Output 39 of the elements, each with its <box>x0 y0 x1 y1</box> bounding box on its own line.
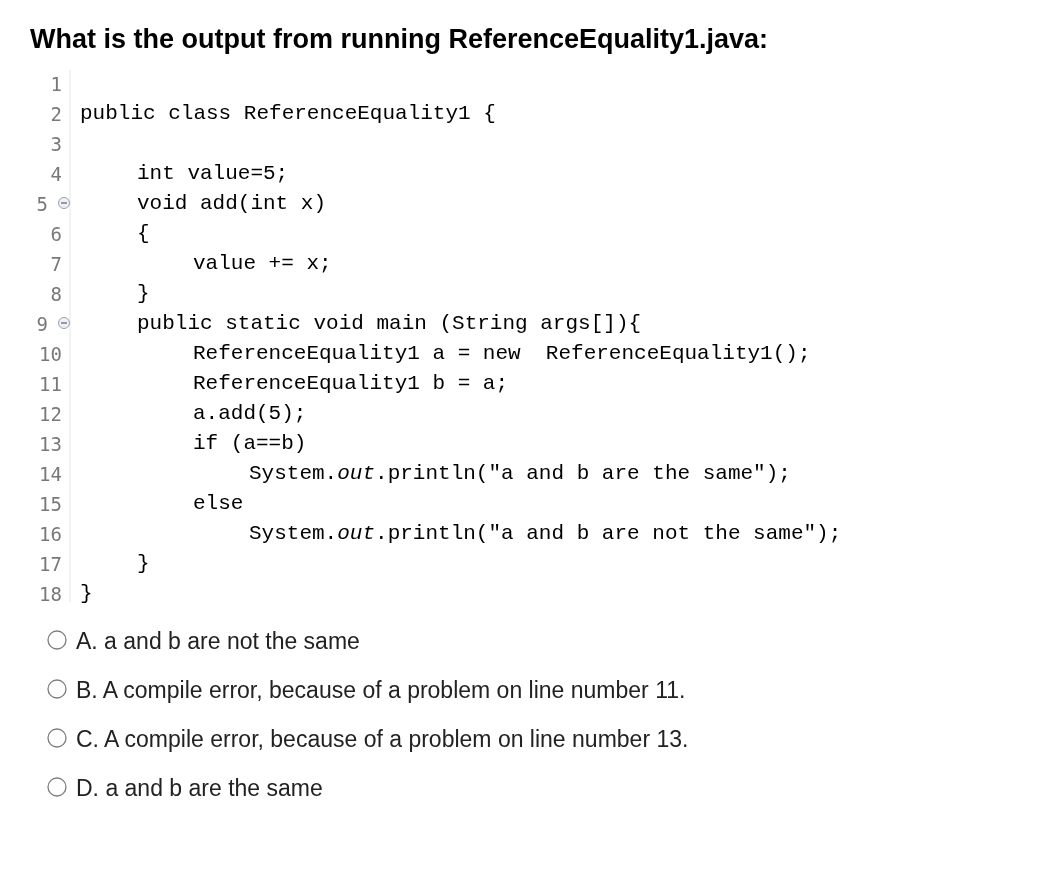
code-line: else <box>193 492 244 515</box>
line-number: 16 <box>38 523 62 545</box>
code-line: System.out.println("a and b are the same"); <box>249 462 791 485</box>
code-line: int value=5; <box>137 162 289 185</box>
code-line: ReferenceEquality1 b = a; <box>193 372 509 395</box>
line-number: 18 <box>38 583 62 605</box>
code-line: void add(int x) <box>137 192 327 215</box>
answer-option: A. a and b are not the same <box>76 628 360 655</box>
line-number: 9 <box>35 313 48 335</box>
line-number: 10 <box>38 343 62 365</box>
line-number: 5 <box>35 193 48 215</box>
code-line: if (a==b) <box>193 432 307 455</box>
code-line: ReferenceEquality1 a = new ReferenceEquality1(); <box>193 342 811 365</box>
line-number: 4 <box>49 163 62 185</box>
line-number: 8 <box>49 283 62 305</box>
code-line: } <box>137 552 150 575</box>
code-line: } <box>137 282 150 305</box>
line-number: 13 <box>38 433 62 455</box>
code-line: } <box>80 582 93 605</box>
code-line: public static void main (String args[]){ <box>137 312 642 335</box>
line-number: 1 <box>49 73 62 95</box>
line-number: 7 <box>49 253 62 275</box>
answer-option: D. a and b are the same <box>76 775 323 802</box>
line-number: 14 <box>38 463 62 485</box>
code-line: public class ReferenceEquality1 { <box>80 102 496 125</box>
code-line: a.add(5); <box>193 402 307 425</box>
code-line: { <box>137 222 150 245</box>
line-number: 12 <box>38 403 62 425</box>
line-number: 3 <box>49 133 62 155</box>
question-title: What is the output from running ReferenceEquality1.java: <box>30 24 769 55</box>
line-number: 6 <box>49 223 62 245</box>
line-number: 2 <box>49 103 62 125</box>
answer-option: B. A compile error, because of a problem on line number 11. <box>76 677 686 704</box>
code-line: value += x; <box>193 252 332 275</box>
line-number: 15 <box>38 493 62 515</box>
line-number: 11 <box>38 373 62 395</box>
code-line: System.out.println("a and b are not the same"); <box>249 522 842 545</box>
line-number: 17 <box>38 553 62 575</box>
answer-option: C. A compile error, because of a problem on line number 13. <box>76 726 689 753</box>
